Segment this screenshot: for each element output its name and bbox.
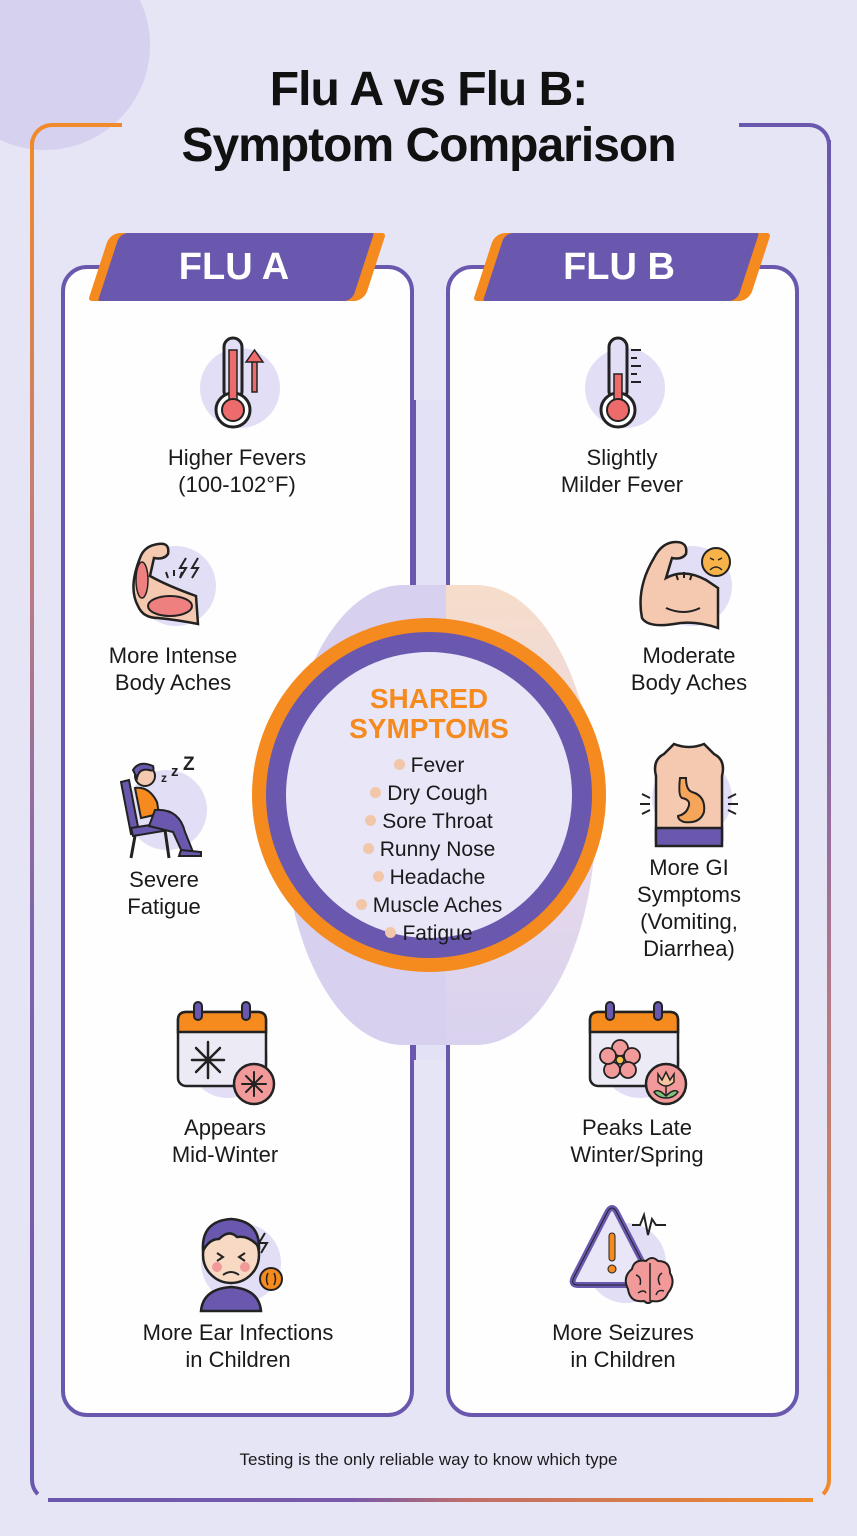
item-text-line: in Children: [570, 1347, 676, 1372]
item-text-line: Moderate: [642, 643, 736, 668]
item-text-line: Winter/Spring: [570, 1142, 704, 1167]
item-text-line: Mid-Winter: [171, 1142, 279, 1167]
calendar-flower-icon: [588, 1001, 688, 1106]
flu-b-item-body-aches: Moderate Body Aches: [559, 528, 819, 696]
item-text-line: Higher Fevers: [167, 445, 307, 470]
svg-text:z: z: [161, 771, 167, 785]
item-text-line: (100-102°F): [178, 472, 296, 497]
list-item: Sore Throat: [286, 808, 572, 836]
page-title: Flu A vs Flu B: Symptom Comparison: [0, 62, 857, 174]
list-item: Headache: [286, 864, 572, 892]
flexed-arm-pain-icon: [132, 542, 200, 626]
item-text-line: Appears: [184, 1115, 266, 1140]
bullet-dot-icon: [355, 899, 367, 910]
shared-title-line-2: SYMPTOMS: [349, 713, 509, 744]
bullet-dot-icon: [385, 927, 397, 938]
bullet-dot-icon: [372, 871, 384, 882]
item-text-line: Body Aches: [630, 670, 748, 695]
item-text-line: Peaks Late: [581, 1115, 693, 1140]
shared-symptoms-title: SHARED SYMPTOMS: [286, 684, 572, 744]
flu-b-item-fever: Slightly Milder Fever: [492, 330, 752, 498]
svg-text:Z: Z: [183, 754, 195, 775]
sleeping-person-icon: z z Z: [119, 754, 202, 859]
item-text-line: in Children: [185, 1347, 291, 1372]
stomach-icon: [640, 742, 738, 848]
thermometer-icon: [599, 336, 641, 429]
item-text-line: Body Aches: [114, 670, 232, 695]
flu-a-item-fatigue: z z Z Severe Fatigue: [34, 752, 294, 920]
warning-brain-icon: [569, 1205, 674, 1304]
shared-symptoms-list: Fever Dry Cough Sore Throat Runny Nose H…: [286, 752, 572, 948]
flu-b-item-seizures: More Seizures in Children: [493, 1205, 753, 1373]
svg-text:z: z: [171, 763, 179, 780]
item-text-line: More Ear Infections: [142, 1320, 334, 1345]
bullet-dot-icon: [362, 843, 374, 854]
frame-bottom-border: [48, 1498, 813, 1502]
item-text-line: Fatigue: [127, 894, 201, 919]
flu-b-item-season: Peaks Late Winter/Spring: [507, 1000, 767, 1168]
flu-b-header-tab: FLU B: [472, 233, 772, 301]
flu-a-item-ear-infections: More Ear Infections in Children: [108, 1205, 368, 1373]
item-text-line: Slightly: [586, 445, 658, 470]
item-text-line: Diarrhea): [643, 936, 735, 961]
frame-left-border: [30, 140, 34, 1480]
child-earache-icon: [199, 1217, 283, 1313]
bullet-dot-icon: [365, 815, 377, 826]
flexed-arm-sad-icon: [639, 540, 731, 630]
item-text-line: More Seizures: [552, 1320, 694, 1345]
footer-note: Testing is the only reliable way to know…: [239, 1450, 618, 1469]
bullet-dot-icon: [370, 787, 382, 798]
flu-a-item-season: Appears Mid-Winter: [95, 1000, 355, 1168]
frame-corner-top-left: [30, 123, 122, 147]
list-item: Dry Cough: [286, 780, 572, 808]
frame-right-border: [827, 140, 831, 1480]
flu-b-item-gi-symptoms: More GI Symptoms (Vomiting, Diarrhea): [559, 740, 819, 962]
list-item: Runny Nose: [286, 836, 572, 864]
thermometer-up-icon: [214, 336, 265, 429]
item-text-line: Symptoms: [637, 882, 741, 907]
item-text-line: More Intense: [108, 643, 238, 668]
frame-corner-top-right: [739, 123, 831, 147]
item-text-line: More GI: [649, 855, 729, 880]
flu-a-item-body-aches: More Intense Body Aches: [43, 528, 303, 696]
shared-title-line-1: SHARED: [369, 683, 489, 714]
flu-a-header-tab: FLU A: [87, 233, 387, 301]
bullet-dot-icon: [393, 759, 405, 770]
item-text-line: Milder Fever: [560, 472, 684, 497]
title-line-1: Flu A vs Flu B:: [269, 63, 588, 116]
title-line-2: Symptom Comparison: [181, 119, 676, 172]
calendar-snowflake-icon: [176, 1001, 276, 1106]
item-text-line: Severe: [129, 867, 199, 892]
shared-symptoms-circle: SHARED SYMPTOMS Fever Dry Cough Sore Thr…: [252, 618, 606, 972]
list-item: Fever: [286, 752, 572, 780]
flu-a-item-fever: Higher Fevers (100-102°F): [107, 330, 367, 498]
flu-b-label: FLU B: [563, 246, 675, 288]
item-text-line: (Vomiting,: [640, 909, 738, 934]
list-item: Fatigue: [286, 920, 572, 948]
list-item: Muscle Aches: [286, 892, 572, 920]
flu-a-label: FLU A: [178, 246, 290, 288]
